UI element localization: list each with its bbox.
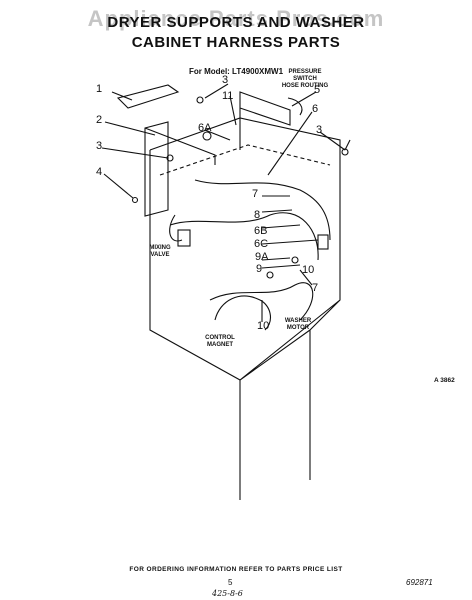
wire-to-magnet xyxy=(214,295,271,331)
screw-3-left xyxy=(166,154,174,162)
clip-10 xyxy=(266,271,274,279)
callout-6c: 6C xyxy=(254,238,269,250)
doc-number: 692871 xyxy=(406,578,433,587)
title-line-2: CABINET HARNESS PARTS xyxy=(131,34,341,51)
wire-harness-low xyxy=(209,282,314,321)
cabinet-side-line xyxy=(159,144,331,176)
callout-9a: 9A xyxy=(255,251,269,263)
mixing-valve-wire xyxy=(169,214,183,242)
clip-9a xyxy=(291,256,299,264)
callout-2: 2 xyxy=(96,114,103,126)
callout-6: 6 xyxy=(312,103,319,115)
title-line-1: DRYER SUPPORTS AND WASHER xyxy=(107,14,365,31)
callout-10-right: 10 xyxy=(302,264,315,276)
page-number: 5 xyxy=(228,578,233,587)
callout-3-top: 3 xyxy=(222,74,229,86)
callout-9: 9 xyxy=(256,263,263,275)
callout-4: 4 xyxy=(96,166,103,178)
harness-connector xyxy=(317,234,329,250)
dryer-support-1 xyxy=(116,84,180,109)
screw-3-top xyxy=(196,96,204,104)
callout-7-upper: 7 xyxy=(252,188,259,200)
callout-10-lower: 10 xyxy=(257,320,270,332)
bracket-2-top xyxy=(144,127,216,165)
callout-11: 11 xyxy=(222,90,234,102)
ordering-info: FOR ORDERING INFORMATION REFER TO PARTS … xyxy=(129,566,343,573)
handwritten-note: 425-8-6 xyxy=(212,589,243,598)
figure-code: A 3862 xyxy=(434,377,455,384)
cabinet-outline xyxy=(149,117,341,500)
bracket-2 xyxy=(144,121,169,217)
pressure-switch-hose xyxy=(287,97,303,116)
watermark: Appliance Parts Pros.com xyxy=(87,6,385,31)
callout-5: 5 xyxy=(314,84,321,96)
callout-1: 1 xyxy=(96,83,103,95)
clip-6a xyxy=(202,131,212,141)
callout-7-lower: 7 xyxy=(312,282,319,294)
callout-3-right: 3 xyxy=(316,124,323,136)
wire-harness-mid xyxy=(169,212,319,261)
callout-6b: 6B xyxy=(254,225,268,237)
screw-4 xyxy=(131,196,139,204)
callout-6a: 6A xyxy=(198,122,212,134)
rear-support xyxy=(239,91,291,150)
model-line: For Model: LT4900XMW1 xyxy=(188,67,284,76)
mixing-valve xyxy=(177,229,191,247)
callout-3-left: 3 xyxy=(96,140,103,152)
callout-8: 8 xyxy=(254,209,261,221)
wire-harness-top xyxy=(194,179,331,241)
